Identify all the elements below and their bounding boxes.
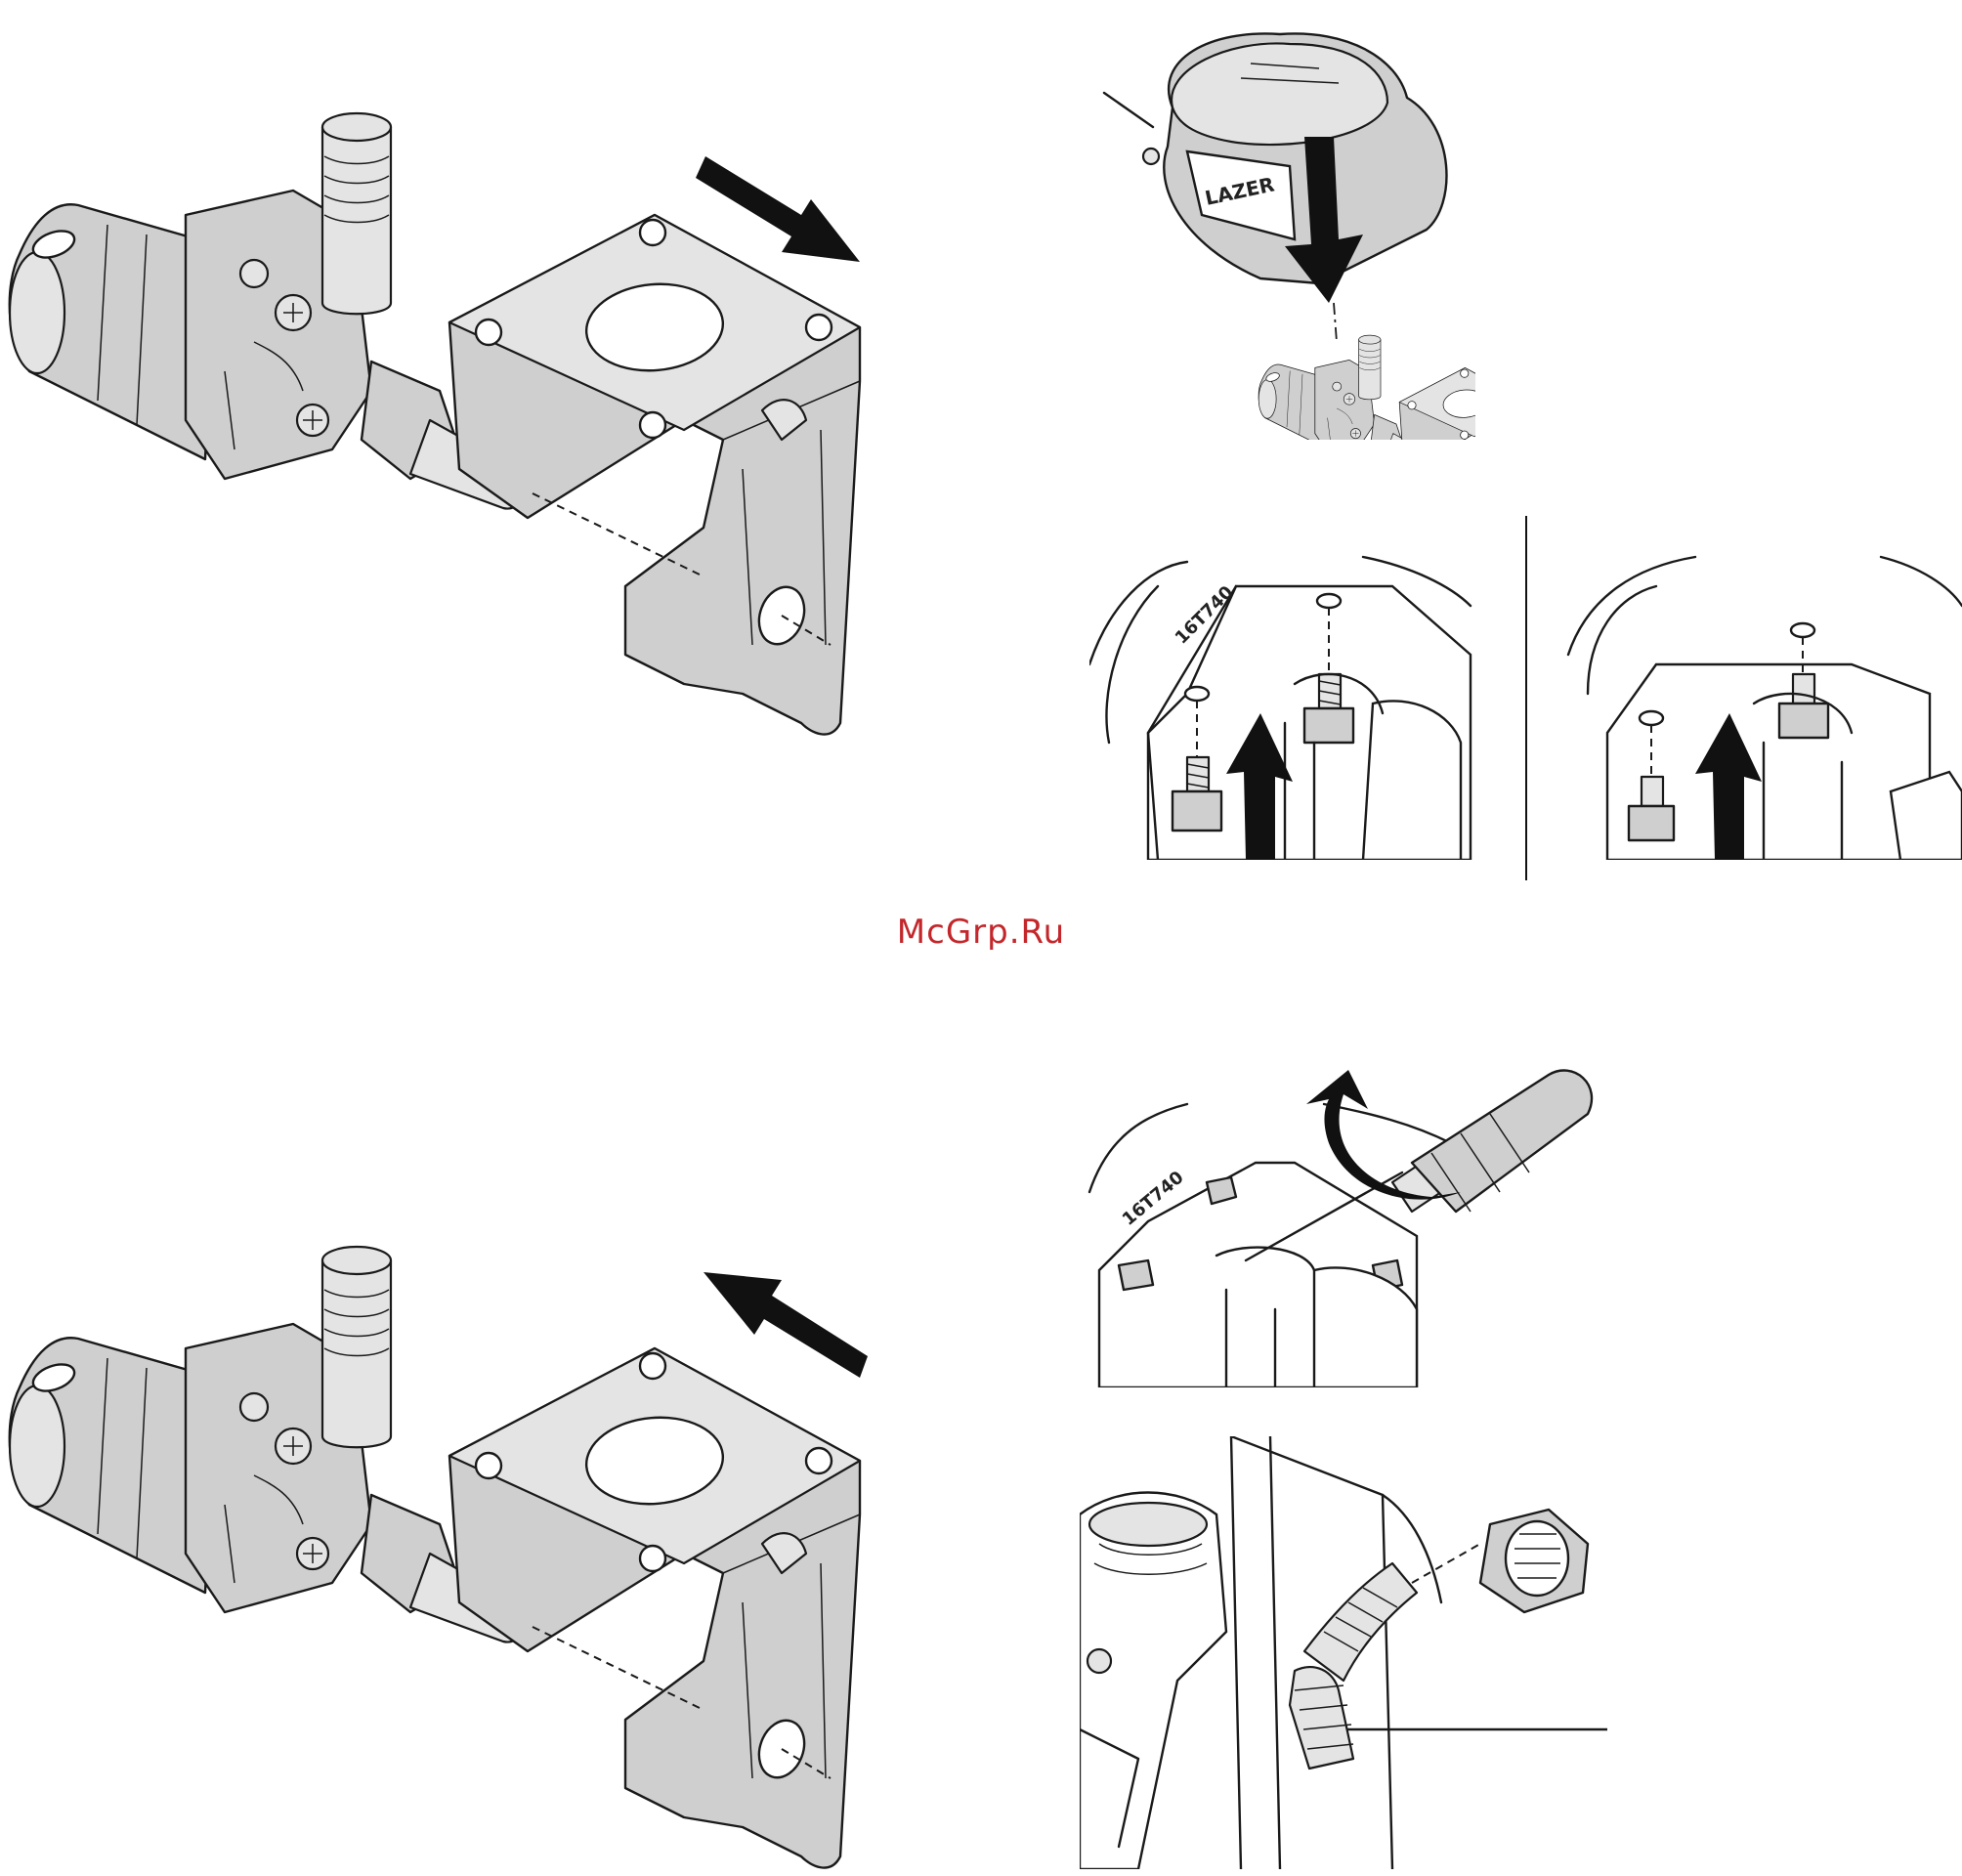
figure-pump-remove (0, 98, 879, 743)
figure-screwdriver: 16T740 (1080, 1016, 1622, 1387)
arrow-icon (696, 156, 860, 262)
hex-nut-icon (1480, 1510, 1588, 1612)
figure-nut-fitting (1080, 1436, 1607, 1869)
watermark: McGrp.Ru (0, 913, 1962, 952)
figure-bolts-left: 16T740 (1089, 547, 1480, 860)
arrow-icon (704, 1272, 868, 1378)
figure-pump-install (0, 1231, 879, 1876)
figure-bolts-right (1558, 547, 1962, 860)
panel-divider (1525, 516, 1527, 880)
figure-shroud: LAZER (1094, 20, 1475, 440)
